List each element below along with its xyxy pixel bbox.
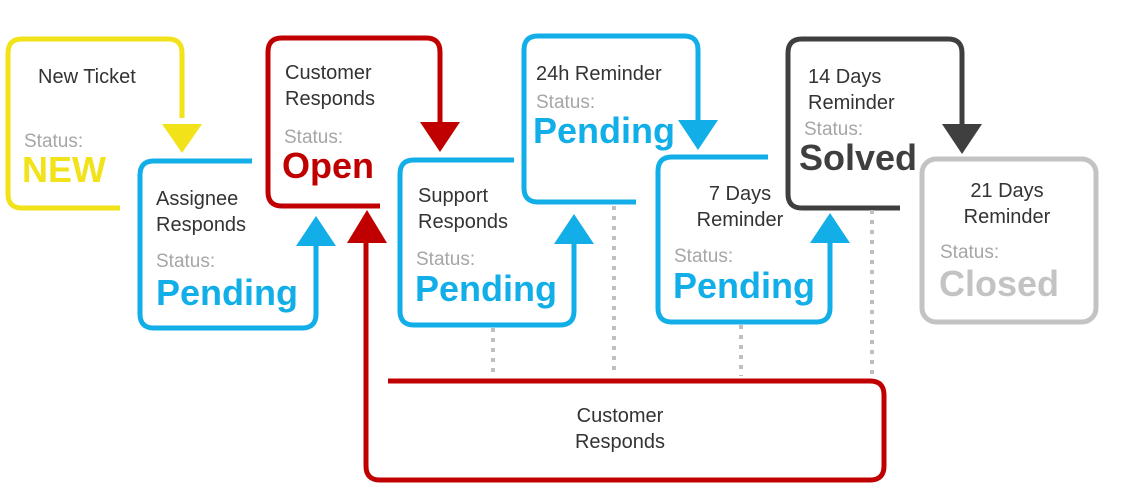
support-box [397,157,577,328]
customer-open-title-line2: Responds [285,88,376,110]
reminder-21d-title-line2: Reminder [963,206,1051,228]
reminder-14d-status-label: Status: [804,119,864,140]
new-ticket-box [5,36,185,211]
support-status-label: Status: [416,249,476,270]
new-ticket-title: New Ticket [38,66,136,88]
customer-open-arrowhead [420,122,460,152]
reminder-7d-arrowhead [810,213,850,243]
customer-loop-label-line1: Customer [576,405,664,427]
reminder-14d-title-line1: 14 Days [808,66,882,88]
customer-open-box [265,35,443,209]
reminder-14d-status: Solved [799,137,918,178]
customer-open-status-label: Status: [284,127,344,148]
reminder-24h-box [521,33,701,205]
reminder-21d-status: Closed [939,263,1060,304]
new-ticket-status: NEW [22,149,106,190]
customer-open-status: Open [282,145,375,186]
reminder-21d-status-label: Status: [940,242,1000,263]
reminder-24h-status-label: Status: [536,92,596,113]
support-title-line1: Support [418,185,489,207]
reminder-14d-box [785,36,965,211]
assignee-status: Pending [156,272,298,313]
reminder-21d-title-line1: 21 Days [970,180,1044,202]
reminder-24h-title: 24h Reminder [536,63,662,85]
customer-loop-label-line2: Responds [574,431,666,453]
assignee-title-line1: Assignee [156,188,239,210]
reminder-7d-status-label: Status: [674,246,734,267]
reminder-14d-arrowhead [942,124,982,154]
reminder-14d-title-line2: Reminder [808,92,895,114]
customer-loop-arrowhead [347,210,387,243]
reminder-7d-box [655,154,833,325]
support-arrowhead [554,214,594,244]
reminder-7d-status: Pending [673,265,815,306]
customer-open-title-line1: Customer [285,62,372,84]
support-status: Pending [415,268,557,309]
new-ticket-arrowhead [162,124,202,153]
reminder-21d-box [919,156,1099,325]
reminder-7d-title-line2: Reminder [696,209,784,231]
reminder-24h-arrowhead [678,120,718,150]
new-ticket-status-label: Status: [24,131,84,152]
reminder-7d-title-line1: 7 Days [708,183,772,205]
assignee-title-line2: Responds [156,214,247,236]
assignee-box [137,158,319,331]
assignee-status-label: Status: [156,251,216,272]
reminder-24h-status: Pending [533,110,675,151]
assignee-arrowhead [296,216,336,246]
support-title-line2: Responds [418,211,509,233]
customer-loop-box [363,240,887,483]
